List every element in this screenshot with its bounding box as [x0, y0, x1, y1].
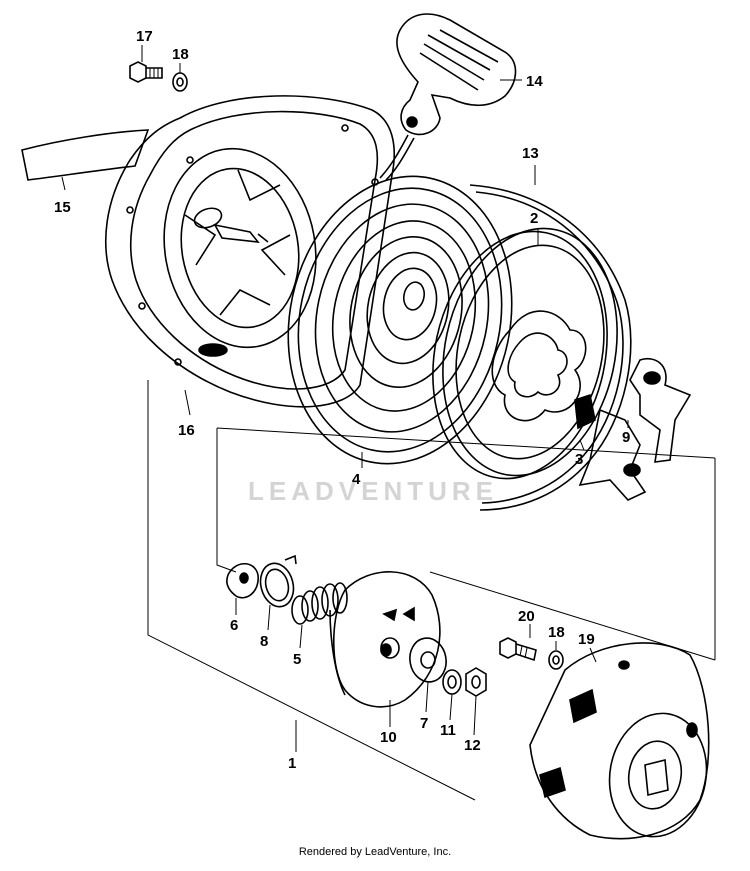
- label-12: 12: [464, 737, 481, 754]
- part-19-cover-cup: [529, 642, 710, 840]
- part-2-reel-pulley: [432, 227, 618, 480]
- label-11: 11: [440, 722, 456, 739]
- part-16-starter-housing: [104, 95, 395, 416]
- part-10-friction-plate: [329, 571, 441, 708]
- part-8-clip-ring: [259, 554, 297, 608]
- part-13-spring-band: [469, 165, 632, 511]
- part-11-lock-washer: [442, 669, 462, 695]
- label-19: 19: [578, 631, 595, 648]
- label-3: 3: [575, 451, 583, 468]
- label-20: 20: [518, 608, 535, 625]
- label-4: 4: [352, 471, 361, 488]
- label-8: 8: [260, 633, 268, 650]
- assembly-boundary-lines: [147, 380, 716, 801]
- part-15-starter-rope: [21, 129, 150, 191]
- footer-credit: Rendered by LeadVenture, Inc.: [298, 846, 452, 858]
- part-9-ratchet-plate: [578, 358, 692, 501]
- part-18-washer-bottom: [548, 650, 564, 670]
- label-14: 14: [526, 73, 543, 90]
- part-17-bolt: [129, 61, 163, 83]
- part-labels: 1 2 3 4 5 6 7 8 9 10 11 12 13 14 15 16 1…: [54, 28, 630, 772]
- watermark: LEADVENTURE: [248, 476, 498, 506]
- part-7-washer: [409, 637, 447, 683]
- label-15: 15: [54, 199, 71, 216]
- label-7: 7: [420, 715, 428, 732]
- label-18-top: 18: [172, 46, 189, 63]
- label-5: 5: [293, 651, 301, 668]
- part-3-pawl: [579, 439, 585, 451]
- part-4-recoil-spring: [287, 175, 513, 468]
- label-2: 2: [530, 210, 538, 227]
- part-6-washer: [226, 562, 259, 599]
- label-6: 6: [230, 617, 238, 634]
- part-18-washer-top: [172, 72, 188, 92]
- label-1: 1: [288, 755, 296, 772]
- label-18-bottom: 18: [548, 624, 565, 641]
- part-20-bolt: [499, 637, 537, 662]
- part-14-starter-handle: [379, 13, 522, 181]
- label-13: 13: [522, 145, 539, 162]
- label-10: 10: [380, 729, 397, 746]
- leader-lines: [141, 45, 597, 752]
- label-17: 17: [136, 28, 153, 45]
- part-12-nut: [465, 667, 487, 697]
- label-16: 16: [178, 422, 195, 439]
- label-9: 9: [622, 429, 630, 446]
